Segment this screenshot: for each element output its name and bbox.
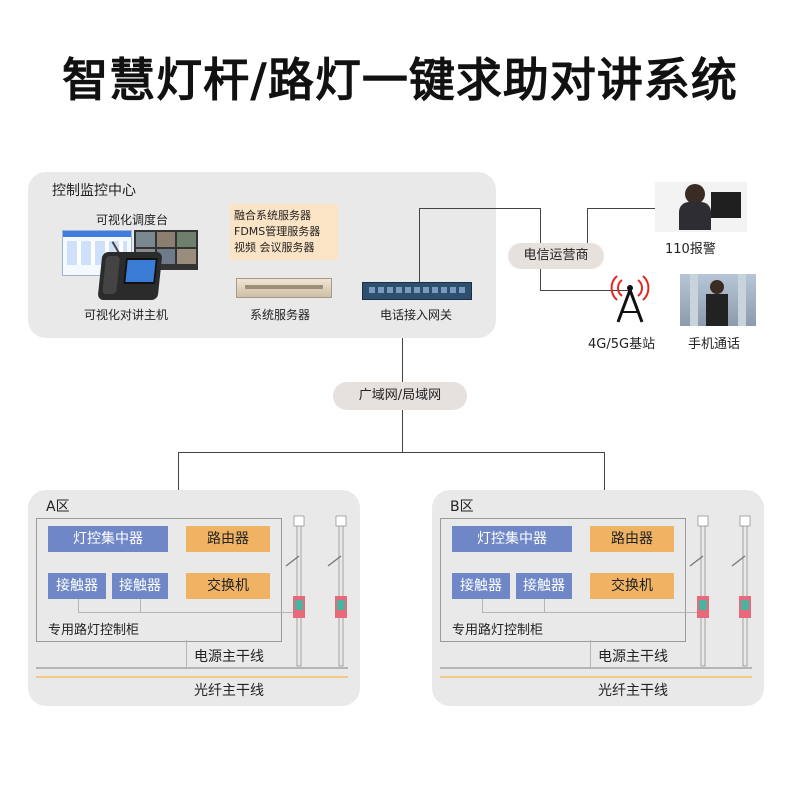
server-list-box — [230, 204, 338, 260]
police-label: 110报警 — [665, 242, 716, 257]
zone-a-router: 路由器 — [186, 526, 270, 552]
intercom-host-label: 可视化对讲主机 — [84, 308, 169, 322]
zone-a-fiber-trunk: 光纤主干线 — [194, 683, 264, 699]
page-title: 智慧灯杆/路灯一键求助对讲系统 — [62, 53, 738, 107]
zone-a-contactor-2: 接触器 — [112, 573, 168, 599]
police-operator-image — [655, 182, 747, 232]
base-station-label: 4G/5G基站 — [588, 337, 656, 352]
zone-a-cabinet-outline — [36, 518, 282, 642]
zone-b-label: B区 — [450, 499, 474, 515]
base-station-icon — [610, 275, 650, 323]
zone-a-switch: 交换机 — [186, 573, 270, 599]
mobile-caller-image — [680, 274, 756, 326]
server-list-item-1: 融合系统服务器 — [234, 209, 311, 222]
server-list-item-3: 视频 会议服务器 — [234, 241, 315, 254]
zone-b-switch: 交换机 — [590, 573, 674, 599]
dispatch-label: 可视化调度台 — [96, 213, 169, 227]
zone-b-contactor-1: 接触器 — [452, 573, 510, 599]
system-server-image — [236, 278, 332, 298]
zone-b-power-trunk: 电源主干线 — [598, 649, 668, 665]
zone-a-smart-pole-2 — [327, 515, 347, 667]
network-label: 广域网/局域网 — [333, 382, 467, 410]
zone-a-cabinet-label: 专用路灯控制柜 — [48, 623, 140, 638]
zone-b-cabinet-label: 专用路灯控制柜 — [452, 623, 544, 638]
zone-a-power-trunk: 电源主干线 — [194, 649, 264, 665]
zone-a-contactor-1: 接触器 — [48, 573, 106, 599]
zone-a-concentrator: 灯控集中器 — [48, 526, 168, 552]
video-wall-image — [134, 230, 198, 270]
zone-b-cabinet-outline — [440, 518, 686, 642]
gateway-label: 电话接入网关 — [380, 308, 453, 322]
zone-b-router: 路由器 — [590, 526, 674, 552]
zone-b-smart-pole-1 — [689, 515, 709, 667]
control-center-label: 控制监控中心 — [52, 183, 136, 199]
mobile-label: 手机通话 — [688, 337, 741, 352]
zone-a-label: A区 — [46, 499, 70, 515]
server-list-item-2: FDMS管理服务器 — [234, 225, 321, 238]
zone-b-concentrator: 灯控集中器 — [452, 526, 572, 552]
telecom-operator: 电信运营商 — [508, 243, 604, 269]
zone-a-smart-pole-1 — [285, 515, 305, 667]
zone-b-smart-pole-2 — [731, 515, 751, 667]
system-server-label: 系统服务器 — [250, 308, 311, 322]
zone-b-fiber-trunk: 光纤主干线 — [598, 683, 668, 699]
gateway-image — [362, 282, 472, 300]
zone-b-contactor-2: 接触器 — [516, 573, 572, 599]
desk-phone-image — [97, 252, 163, 300]
